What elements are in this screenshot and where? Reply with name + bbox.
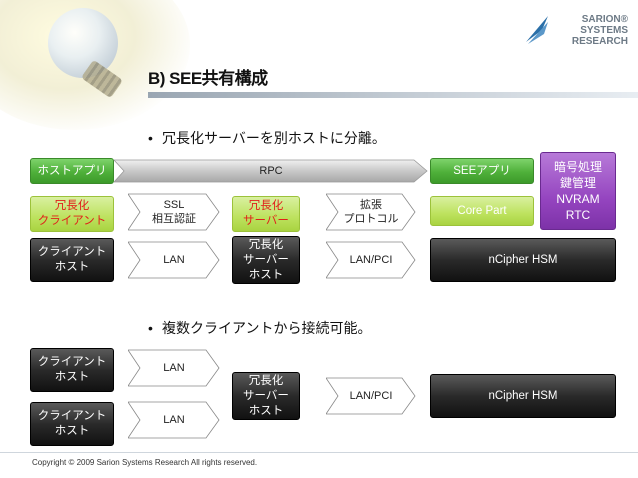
- lan-arrow: LAN: [128, 238, 220, 282]
- footer-divider: [0, 452, 638, 453]
- logo-line3: RESEARCH: [571, 36, 628, 47]
- lan-2-label: LAN: [163, 414, 185, 426]
- lan-pci-arrow: LAN/PCI: [326, 238, 416, 282]
- redundant-server-box: 冗長化 サーバー: [232, 196, 300, 232]
- lan-pci-label: LAN/PCI: [349, 254, 393, 266]
- lan-arrow-1: LAN: [128, 346, 220, 390]
- copyright-footer: Copyright © 2009 Sarion Systems Research…: [32, 458, 258, 467]
- ssl-arrow: SSL 相互認証: [128, 190, 220, 234]
- client-host-box: クライアント ホスト: [30, 238, 114, 282]
- sarion-logo-icon: [526, 16, 548, 44]
- ssl-label: SSL 相互認証: [152, 199, 196, 225]
- redundant-server-host-2-box: 冗長化 サーバー ホスト: [232, 372, 300, 420]
- rpc-arrow: RPC: [114, 158, 428, 184]
- lan-1-label: LAN: [163, 362, 185, 374]
- client-host-1-box: クライアント ホスト: [30, 348, 114, 392]
- host-app-box: ホストアプリ: [30, 158, 114, 184]
- extension-protocol-label: 拡張 プロトコル: [343, 199, 399, 225]
- title-underline: [148, 92, 638, 98]
- rpc-label: RPC: [259, 165, 283, 177]
- client-host-2-box: クライアント ホスト: [30, 402, 114, 446]
- extension-protocol-arrow: 拡張 プロトコル: [326, 190, 416, 234]
- bullet-dot-icon: •: [148, 320, 153, 336]
- sarion-logo: SARION® SYSTEMS RESEARCH: [524, 8, 632, 52]
- ncipher-hsm-2-box: nCipher HSM: [430, 374, 616, 418]
- crypto-functions-box: 暗号処理 鍵管理 NVRAM RTC: [540, 152, 616, 230]
- lan-pci-arrow-2: LAN/PCI: [326, 374, 416, 418]
- logo-line2: SYSTEMS: [580, 25, 628, 36]
- see-app-box: SEEアプリ: [430, 158, 534, 184]
- slide-title: B) SEE共有構成: [148, 69, 268, 88]
- bullet-dot-icon: •: [148, 130, 153, 146]
- redundant-server-host-box: 冗長化 サーバー ホスト: [232, 236, 300, 284]
- bullet-2: • 複数クライアントから接続可能。: [148, 318, 371, 338]
- bullet-1: • 冗長化サーバーを別ホストに分離。: [148, 128, 386, 148]
- ncipher-hsm-box: nCipher HSM: [430, 238, 616, 282]
- lightbulb-image: [48, 8, 118, 78]
- logo-line1: SARION®: [581, 14, 628, 25]
- redundant-client-box: 冗長化 クライアント: [30, 196, 114, 232]
- core-part-box: Core Part: [430, 196, 534, 226]
- lan-label: LAN: [163, 254, 185, 266]
- bullet-2-text: 複数クライアントから接続可能。: [162, 320, 372, 336]
- lan-arrow-2: LAN: [128, 398, 220, 442]
- bullet-1-text: 冗長化サーバーを別ホストに分離。: [162, 130, 386, 146]
- lan-pci-2-label: LAN/PCI: [349, 390, 393, 402]
